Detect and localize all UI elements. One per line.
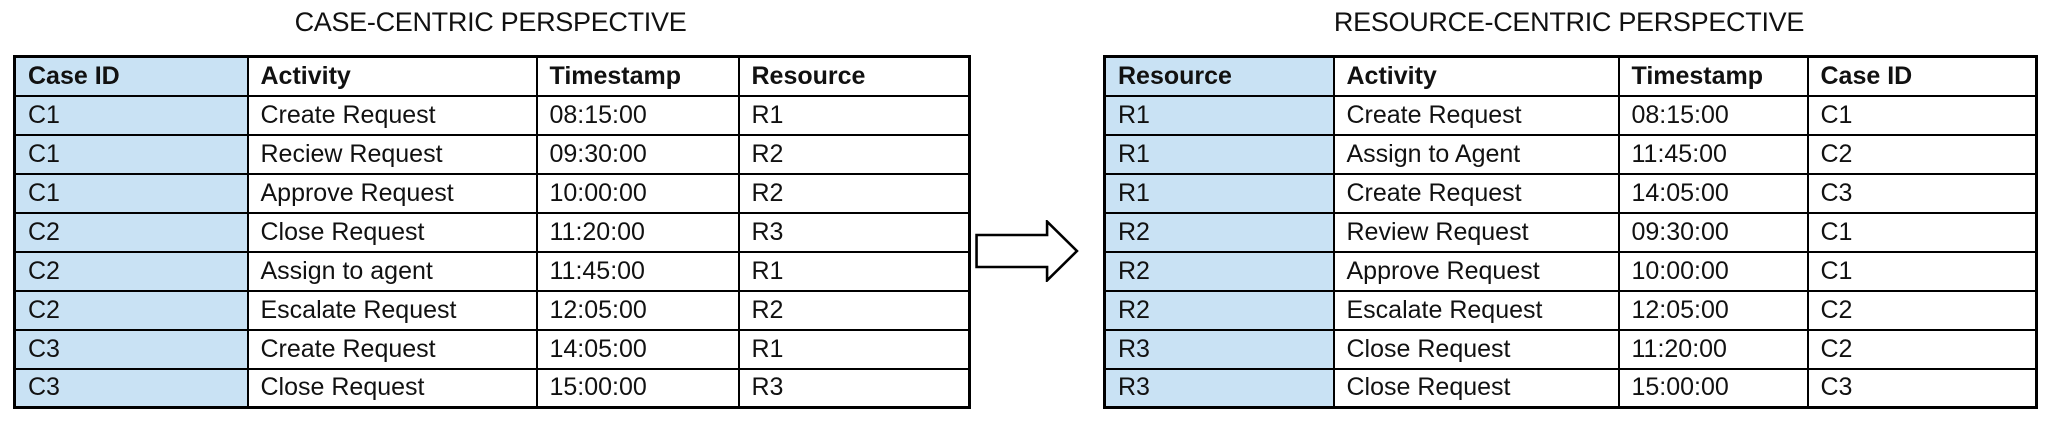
table-cell: 11:45:00 (535, 250, 740, 292)
table-cell: Assign to agent (246, 250, 538, 292)
table-cell: Escalate Request (1332, 289, 1620, 331)
table-cell: R1 (1103, 172, 1335, 214)
table-cell: C3 (1806, 367, 2038, 409)
column-header: Timestamp (1617, 55, 1809, 97)
table-cell: R3 (1103, 328, 1335, 370)
table-cell: R3 (1103, 367, 1335, 409)
table-cell: C1 (1806, 94, 2038, 136)
table-cell: 14:05:00 (1617, 172, 1809, 214)
table-cell: Escalate Request (246, 289, 538, 331)
table-cell: C1 (1806, 250, 2038, 292)
table-cell: C1 (13, 133, 249, 175)
table-cell: 09:30:00 (1617, 211, 1809, 253)
table-cell: R3 (737, 211, 971, 253)
case-centric-title: CASE-CENTRIC PERSPECTIVE (294, 7, 687, 37)
table-cell: Create Request (246, 94, 538, 136)
table-cell: 10:00:00 (535, 172, 740, 214)
table-cell: R2 (1103, 289, 1335, 331)
column-header: Case ID (13, 55, 249, 97)
column-header: Resource (1103, 55, 1335, 97)
table-cell: Reciew Request (246, 133, 538, 175)
table-cell: R3 (737, 367, 971, 409)
table-cell: C2 (13, 289, 249, 331)
table-cell: Create Request (246, 328, 538, 370)
column-header: Timestamp (535, 55, 740, 97)
table-cell: 12:05:00 (1617, 289, 1809, 331)
table-cell: R2 (1103, 211, 1335, 253)
table-cell: Close Request (246, 211, 538, 253)
table-cell: C2 (13, 211, 249, 253)
table-cell: Create Request (1332, 94, 1620, 136)
table-cell: R2 (737, 172, 971, 214)
table-cell: Close Request (1332, 328, 1620, 370)
table-cell: C1 (1806, 211, 2038, 253)
table-cell: 11:45:00 (1617, 133, 1809, 175)
table-cell: Approve Request (1332, 250, 1620, 292)
transform-arrow (975, 220, 1079, 282)
table-cell: 14:05:00 (535, 328, 740, 370)
table-cell: 11:20:00 (1617, 328, 1809, 370)
table-cell: 11:20:00 (535, 211, 740, 253)
table-cell: C1 (13, 172, 249, 214)
table-cell: R1 (1103, 94, 1335, 136)
table-cell: C2 (1806, 133, 2038, 175)
table-cell: C2 (13, 250, 249, 292)
column-header: Resource (737, 55, 971, 97)
table-cell: C2 (1806, 289, 2038, 331)
column-header: Case ID (1806, 55, 2038, 97)
table-cell: 15:00:00 (1617, 367, 1809, 409)
table-cell: Review Request (1332, 211, 1620, 253)
table-cell: C3 (13, 328, 249, 370)
table-cell: C1 (13, 94, 249, 136)
table-cell: Close Request (246, 367, 538, 409)
table-cell: 12:05:00 (535, 289, 740, 331)
right-arrow-icon (975, 220, 1079, 282)
table-cell: Close Request (1332, 367, 1620, 409)
table-cell: R1 (737, 250, 971, 292)
table-cell: R1 (737, 94, 971, 136)
table-cell: Assign to Agent (1332, 133, 1620, 175)
table-cell: Approve Request (246, 172, 538, 214)
table-cell: C2 (1806, 328, 2038, 370)
table-cell: 08:15:00 (535, 94, 740, 136)
table-cell: R2 (737, 289, 971, 331)
table-cell: R2 (1103, 250, 1335, 292)
column-header: Activity (1332, 55, 1620, 97)
table-cell: R2 (737, 133, 971, 175)
table-cell: R1 (1103, 133, 1335, 175)
table-cell: 10:00:00 (1617, 250, 1809, 292)
table-cell: C3 (13, 367, 249, 409)
table-cell: 15:00:00 (535, 367, 740, 409)
column-header: Activity (246, 55, 538, 97)
table-cell: R1 (737, 328, 971, 370)
table-cell: 09:30:00 (535, 133, 740, 175)
resource-centric-title: RESOURCE-CENTRIC PERSPECTIVE (1333, 7, 1805, 37)
table-cell: Create Request (1332, 172, 1620, 214)
table-cell: 08:15:00 (1617, 94, 1809, 136)
table-cell: C3 (1806, 172, 2038, 214)
